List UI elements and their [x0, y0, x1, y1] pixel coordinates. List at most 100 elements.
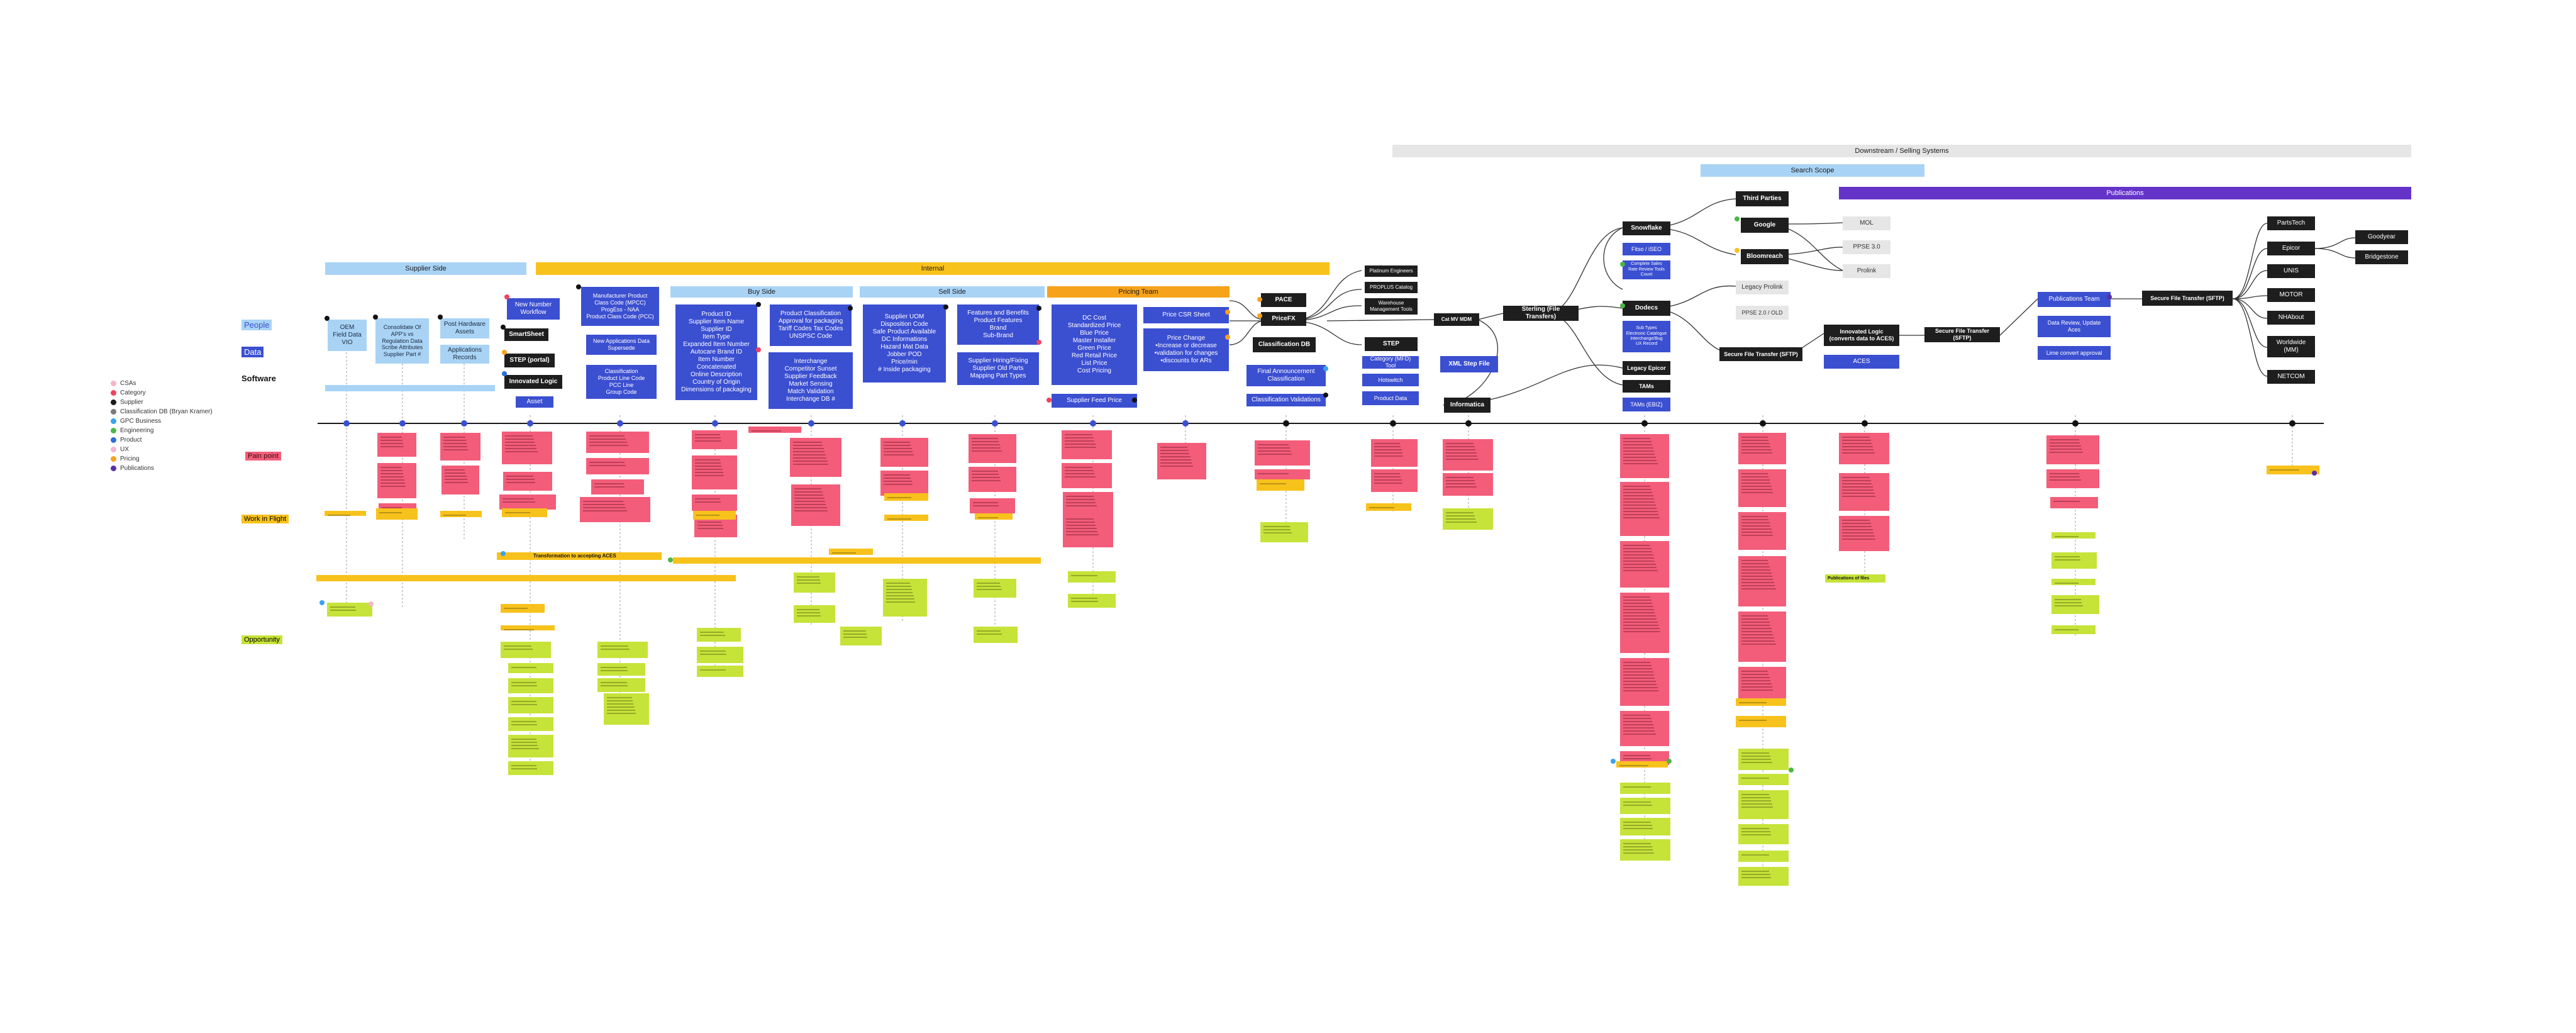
node-product-classification[interactable]: Product Classification Approval for pack… [770, 304, 852, 346]
timeline-marker-icon [2289, 420, 2296, 427]
node-classification-db[interactable]: Classification DB [1253, 337, 1316, 352]
owner-dot-icon [502, 371, 507, 376]
note-line [1741, 560, 1768, 561]
node-worldwide[interactable]: Worldwide (MM) [2267, 336, 2315, 357]
node-post-hardware[interactable]: Post Hardware Assets [440, 318, 489, 338]
node-nhabout[interactable]: NHAbout [2267, 311, 2315, 325]
node-ppse-30[interactable]: PPSE 3.0 [1843, 240, 1890, 254]
node-aces[interactable]: ACES [1824, 355, 1899, 369]
node-tams[interactable]: TAMs [1623, 380, 1670, 393]
node-partstech[interactable]: PartsTech [2267, 216, 2315, 230]
timeline-marker-icon [712, 420, 718, 427]
note-line [1623, 721, 1653, 722]
node-oem-field-data[interactable]: OEM Field Data VIO [328, 320, 367, 351]
note-line [972, 438, 998, 439]
node-new-applications[interactable]: New Applications Data Supersede [586, 335, 657, 355]
pain-point-note [1620, 541, 1669, 588]
note-line [511, 682, 536, 683]
node-tams-ebiz[interactable]: TAMs (EBIZ) [1623, 398, 1670, 411]
node-mol[interactable]: MOL [1843, 216, 1890, 230]
node-unis[interactable]: UNIS [2267, 264, 2315, 278]
note-line [445, 472, 466, 474]
node-legacy-prolink[interactable]: Legacy Prolink [1736, 281, 1789, 294]
node-new-number-workflow[interactable]: New Number Workflow [507, 298, 560, 320]
node-bloomreach[interactable]: Bloomreach [1741, 249, 1789, 264]
node-pricefx[interactable]: PriceFX [1261, 312, 1306, 326]
node-step-portal[interactable]: STEP (portal) [504, 354, 555, 367]
node-fitso-iseo[interactable]: Fitso / iSEO [1623, 243, 1670, 255]
owner-dot-icon [1323, 366, 1328, 371]
note-line [1741, 877, 1772, 878]
node-final-announcement[interactable]: Final Announcement Classification [1246, 365, 1326, 386]
note-line [506, 476, 534, 477]
node-dodecs[interactable]: Dodecs [1623, 301, 1670, 316]
node-netcom[interactable]: NETCOM [2267, 370, 2315, 384]
node-secure-sftp-1[interactable]: Secure File Transfer (SFTP) [1719, 347, 1802, 361]
note-line [1160, 456, 1191, 457]
node-manufacturer-product[interactable]: Manufacturer Product Class Code (MPCC) P… [581, 287, 659, 326]
node-classification[interactable]: Classification Product Line Code PCC Lin… [586, 365, 657, 399]
node-prolink[interactable]: Prolink [1843, 264, 1890, 278]
owner-dot-icon [2107, 294, 2112, 299]
node-motor[interactable]: MOTOR [2267, 288, 2315, 302]
node-sterling[interactable]: Sterling (File Transfers) [1503, 306, 1579, 321]
node-product-catalog[interactable]: PROPLUS Catalog [1365, 282, 1418, 293]
node-hotswitch[interactable]: Hotswitch [1362, 374, 1419, 386]
node-product-data[interactable]: Product Data [1362, 391, 1419, 405]
note-line [1741, 582, 1774, 583]
node-dc-cost[interactable]: DC Cost Standardized Price Blue Price Ma… [1052, 304, 1137, 385]
node-supplier-feed-price[interactable]: Supplier Feed Price [1052, 394, 1137, 408]
node-warehouse[interactable]: Warehouse Management Tools [1365, 298, 1418, 315]
note-line [972, 471, 998, 472]
note-line [793, 451, 825, 452]
node-applications-records[interactable]: Applications Records [440, 345, 489, 364]
node-epicor[interactable]: Epicor [2267, 242, 2315, 255]
node-consolidate[interactable]: Consolidate Of APP’s vs Regulation Data … [375, 318, 429, 364]
node-informatica[interactable]: Informatica [1444, 398, 1491, 413]
node-complete-sales[interactable]: Complete Sales Rate Review Tools Count [1623, 260, 1670, 279]
note-line [1623, 567, 1657, 568]
node-data-review[interactable]: Data Review, Update Aces [2038, 316, 2111, 337]
node-legacy-epicor[interactable]: Legacy Epicor [1623, 361, 1670, 375]
note-line [1446, 518, 1476, 520]
node-product-id[interactable]: Product ID Supplier Item Name Supplier I… [675, 304, 757, 400]
work-in-flight-note [1616, 761, 1668, 768]
node-asset[interactable]: Asset [516, 396, 553, 408]
node-interchange[interactable]: Interchange Competitor Sunset Supplier F… [769, 352, 853, 409]
node-pace[interactable]: PACE [1261, 293, 1306, 307]
node-category-mgmt[interactable]: Category (MFD) Tool [1362, 356, 1419, 369]
node-lime-convert[interactable]: Lime convert approval [2038, 346, 2111, 360]
node-prolink-20[interactable]: PPSE 2.0 / OLD [1736, 306, 1789, 320]
pain-point-note [1255, 440, 1310, 466]
note-line [793, 442, 822, 443]
node-innovated-logic-converts[interactable]: Innovated Logic (converts data to ACES) [1824, 325, 1899, 346]
node-step[interactable]: STEP [1365, 337, 1418, 351]
node-innovated-logic[interactable]: Innovated Logic [504, 375, 562, 389]
node-features-benefits[interactable]: Features and Benefits Product Features B… [957, 304, 1039, 345]
note-line [1446, 486, 1477, 488]
opportunity-note [501, 642, 551, 658]
node-supplier-uom[interactable]: Supplier UOM Disposition Code Safe Produ… [863, 304, 946, 382]
node-supplier-hiring[interactable]: Supplier Hiring/Fixing Supplier Old Part… [957, 352, 1039, 385]
note-line [1374, 452, 1402, 454]
node-goodyear[interactable]: Goodyear [2355, 230, 2408, 244]
node-publications-team[interactable]: Publications Team [2038, 292, 2111, 307]
node-classification-validations[interactable]: Classification Validations [1246, 394, 1326, 406]
node-xml-step-file[interactable]: XML Step File [1440, 356, 1498, 372]
node-sub-types[interactable]: Sub Types Electronic Catalogue Interchan… [1623, 321, 1670, 352]
note-line [2050, 449, 2082, 450]
node-secure-sftp-3[interactable]: Secure File Transfer (SFTP) [2142, 291, 2233, 306]
node-secure-sftp-2[interactable]: Secure File Transfer (SFTP) [1924, 327, 2000, 342]
node-price-csr-sheet[interactable]: Price CSR Sheet [1143, 307, 1229, 323]
node-cat-mv-mdm[interactable]: Cat MV MDM [1434, 313, 1479, 326]
node-platinum-engineers[interactable]: Platinum Engineers [1365, 265, 1418, 277]
node-smartsheet[interactable]: SmartSheet [504, 328, 548, 341]
node-google[interactable]: Google [1741, 218, 1789, 233]
pain-point-note [1255, 469, 1310, 479]
row-label-software: Software [242, 374, 276, 383]
node-third-parties[interactable]: Third Parties [1736, 191, 1789, 206]
node-bridgestone[interactable]: Bridgestone [2355, 250, 2408, 264]
node-snowflake[interactable]: Snowflake [1623, 221, 1670, 235]
node-price-change[interactable]: Price Change •Increase or decrease •vali… [1143, 328, 1229, 371]
note-line [380, 467, 402, 468]
